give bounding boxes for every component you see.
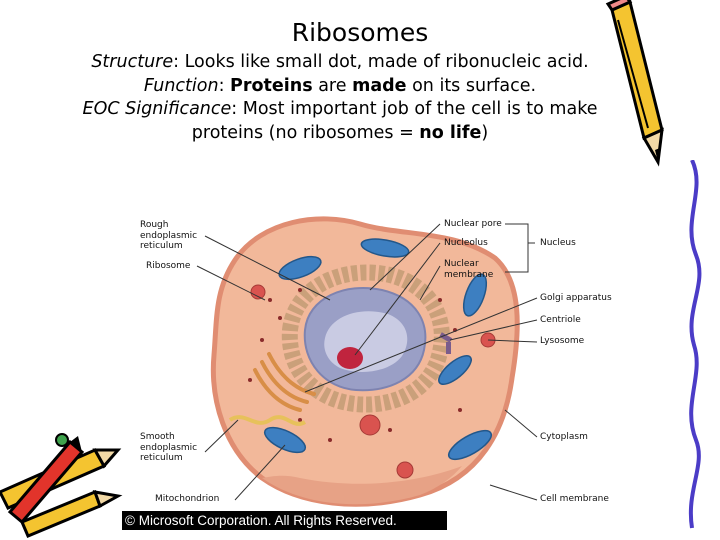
eoc-line2-pre: proteins (no ribosomes = [191, 122, 420, 143]
function-label: Function [143, 75, 219, 96]
label-smooth-er: Smooth endoplasmic reticulum [140, 432, 198, 463]
cutaway-wall [262, 466, 462, 505]
golgi-shape [253, 352, 316, 412]
label-ribosome: Ribosome [146, 261, 191, 271]
pencil-clipart-right-icon [605, 0, 664, 167]
label-nuclear-pore: Nuclear pore [444, 219, 502, 229]
centriole-shape [439, 332, 453, 354]
label-lysosome: Lysosome [540, 336, 585, 346]
lysosomes [250, 284, 496, 479]
eoc-text: : Most important job of the cell is to m… [231, 99, 598, 119]
label-nucleolus: Nucleolus [444, 238, 488, 248]
label-nuclear-membrane: Nuclear membrane [444, 259, 494, 280]
function-line: Function: Proteins are made on its surfa… [40, 75, 640, 99]
label-cytoplasm: Cytoplasm [540, 432, 588, 442]
copyright-bar: © Microsoft Corporation. All Rights Rese… [122, 511, 447, 530]
leader-lines [196, 223, 538, 501]
eoc-line2-post: ) [481, 122, 489, 143]
label-golgi: Golgi apparatus [540, 293, 612, 303]
smooth-er-shape [228, 415, 307, 426]
mitochondria [263, 238, 493, 461]
eoc-bold-no-life: no life [419, 122, 482, 143]
structure-text: : Looks like small dot, made of ribonucl… [173, 52, 589, 72]
slide-title: Ribosomes [291, 18, 429, 47]
function-bold-made: made [352, 75, 407, 96]
function-pre: : [218, 75, 231, 96]
eoc-line: EOC Significance: Most important job of … [40, 98, 640, 122]
label-mitochondrion: Mitochondrion [155, 494, 220, 504]
eoc-label: EOC Significance [82, 99, 232, 119]
label-rough-er: Rough endoplasmic reticulum [140, 220, 198, 251]
function-mid: are [312, 75, 353, 96]
function-bold-proteins: Proteins [230, 75, 313, 96]
slide-body: Structure: Looks like small dot, made of… [40, 51, 640, 145]
function-post: on its surface. [406, 75, 537, 96]
label-nucleus: Nucleus [540, 238, 576, 248]
pencils-clipart-left-icon [0, 433, 123, 538]
eoc-line-2: proteins (no ribosomes = no life) [40, 122, 640, 146]
structure-line: Structure: Looks like small dot, made of… [40, 51, 640, 75]
label-cell-membrane: Cell membrane [540, 494, 609, 504]
label-centriole: Centriole [540, 315, 581, 325]
structure-label: Structure [91, 52, 174, 72]
squiggle-line-icon [688, 160, 702, 529]
